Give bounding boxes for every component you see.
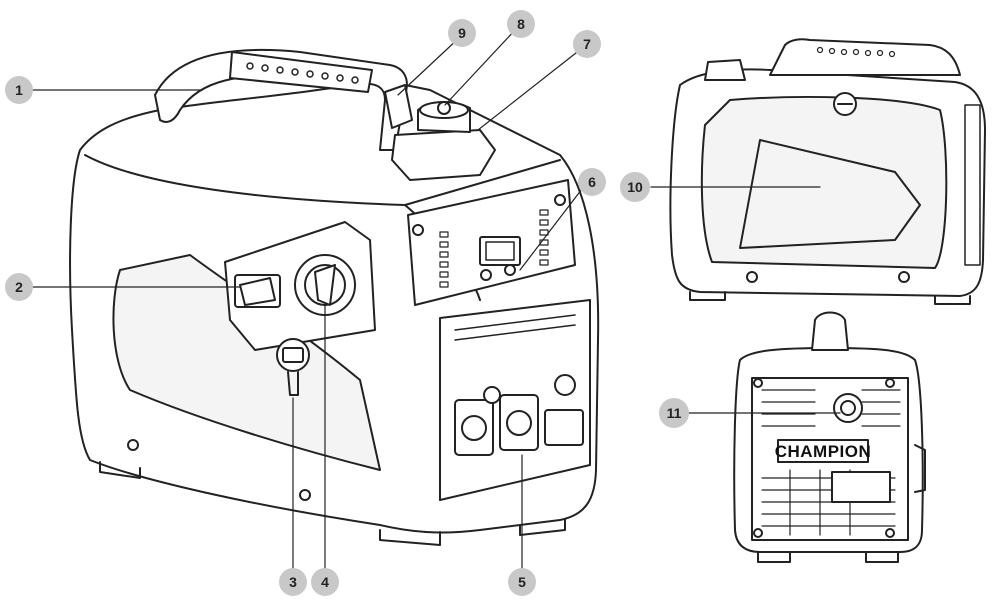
fuel-cap	[391, 101, 496, 181]
callout-11: 11	[659, 398, 689, 428]
callout-2-label: 2	[15, 279, 23, 295]
brand-plate: CHAMPION	[775, 439, 872, 463]
generator-side-view	[669, 38, 986, 305]
callout-4: 4	[311, 568, 339, 596]
usb-port	[276, 338, 310, 396]
callout-5: 5	[508, 568, 536, 596]
side-vent-grille	[964, 104, 981, 266]
side-view-handle	[769, 38, 961, 76]
side-control-panel	[224, 221, 376, 396]
callout-1-label: 1	[15, 82, 23, 98]
callout-1: 1	[5, 76, 33, 104]
callout-6: 6	[578, 168, 606, 196]
side-cover-panel	[700, 96, 948, 269]
callout-4-label: 4	[321, 574, 329, 590]
callout-2: 2	[5, 273, 33, 301]
callout-10-label: 10	[627, 179, 643, 195]
callout-6-label: 6	[588, 174, 596, 190]
generator-front-view: CHAMPION	[733, 311, 926, 563]
callout-8-label: 8	[517, 16, 525, 32]
callout-11-label: 11	[667, 405, 682, 421]
feet	[99, 439, 566, 546]
handle-grip-holes	[246, 62, 359, 84]
callout-badges: 1 2 3 4 5 6 7 8	[5, 10, 689, 596]
control-panel-upper	[407, 179, 576, 306]
callout-3: 3	[279, 568, 307, 596]
handle-grip	[229, 51, 373, 93]
brand-name: CHAMPION	[775, 442, 872, 461]
side-view-cap	[704, 59, 746, 81]
callout-3-label: 3	[289, 574, 297, 590]
top-shell-line	[84, 154, 561, 206]
callout-7-label: 7	[583, 36, 591, 52]
callout-9: 9	[448, 19, 476, 47]
front-upper-vents	[761, 389, 901, 427]
callout-10: 10	[620, 172, 650, 202]
front-view-handle	[811, 311, 849, 351]
callout-9-label: 9	[458, 25, 466, 41]
callout-8: 8	[507, 10, 535, 38]
callout-7: 7	[573, 30, 601, 58]
fuel-valve	[384, 84, 413, 129]
outlet-panel	[439, 299, 591, 501]
leader-lines	[32, 28, 841, 569]
front-fan-hub	[833, 393, 863, 423]
generator-main-view	[69, 48, 600, 546]
callout-5-label: 5	[518, 574, 526, 590]
